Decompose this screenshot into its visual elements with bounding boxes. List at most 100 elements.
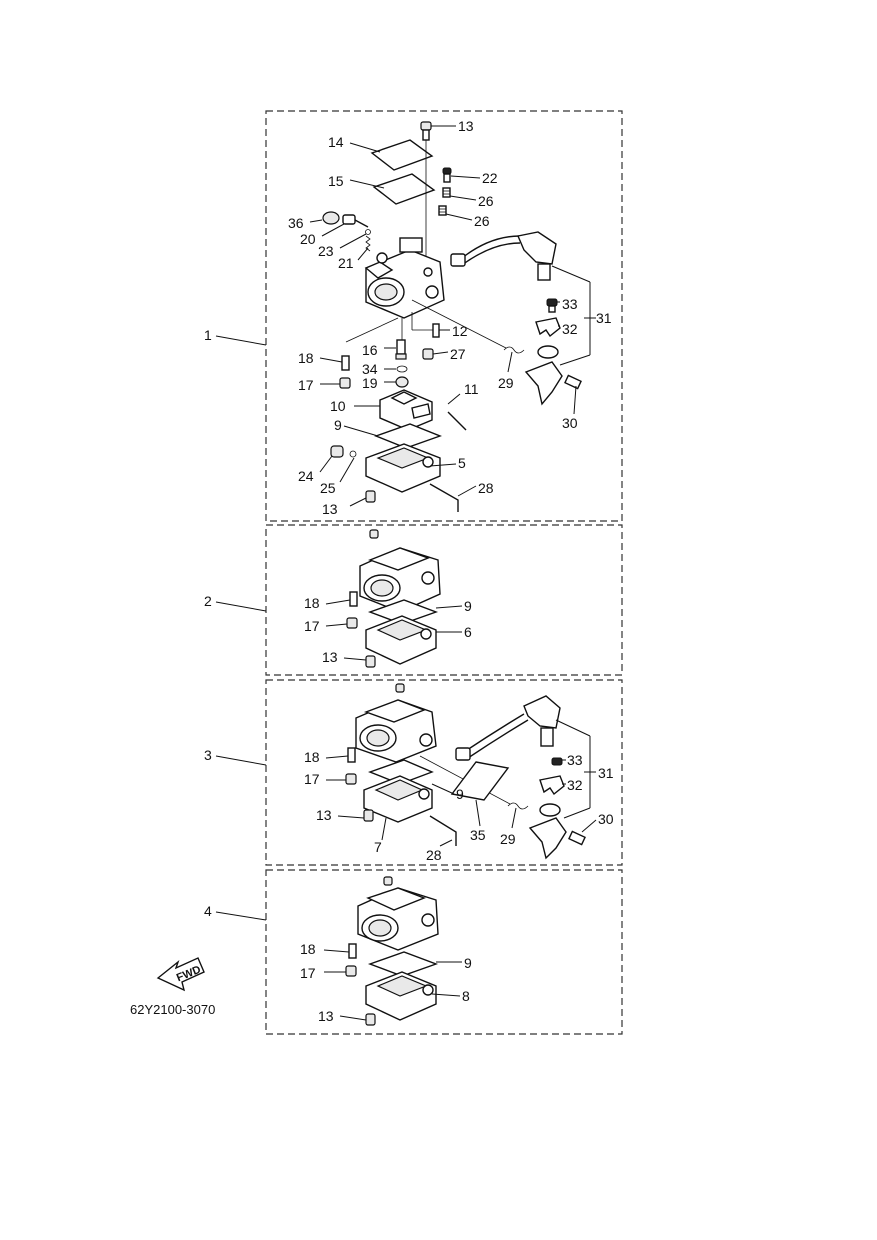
screw-18-g1 — [341, 355, 350, 371]
svg-text:2: 2 — [204, 593, 212, 609]
screw-18-g2 — [349, 591, 358, 607]
screw-13-g3 — [363, 809, 374, 822]
group-2-callouts: 18 9 17 6 13 — [304, 595, 472, 665]
svg-text:30: 30 — [598, 811, 614, 827]
throttle-lever-30-g3 — [528, 803, 586, 860]
svg-text:5: 5 — [458, 455, 466, 471]
cover-plate-14 — [370, 139, 434, 171]
svg-text:10: 10 — [330, 398, 346, 414]
svg-text:15: 15 — [328, 173, 344, 189]
carburetor-body-3 — [355, 699, 437, 763]
screw-13-bottom-g1 — [365, 490, 376, 503]
svg-text:29: 29 — [498, 375, 514, 391]
svg-text:24: 24 — [298, 468, 314, 484]
svg-text:22: 22 — [482, 170, 498, 186]
svg-text:13: 13 — [458, 118, 474, 134]
group-4-callouts: 18 9 17 8 13 — [300, 941, 472, 1024]
svg-text:11: 11 — [464, 381, 479, 397]
screw-33-g3 — [551, 757, 563, 766]
float-bowl-7 — [363, 775, 433, 823]
svg-text:30: 30 — [562, 415, 578, 431]
svg-text:31: 31 — [598, 765, 614, 781]
svg-text:9: 9 — [464, 955, 472, 971]
clip-32 — [535, 317, 561, 338]
svg-text:29: 29 — [500, 831, 516, 847]
clip-29-g3 — [507, 802, 529, 810]
screw-13-g2 — [365, 655, 376, 668]
group-2-parts — [346, 529, 441, 668]
plug-27 — [422, 348, 434, 360]
sensor-harness-31-g3 — [455, 695, 561, 761]
group-2-label: 2 — [204, 593, 267, 612]
screw-17-g4 — [345, 965, 357, 977]
pilot-screw-20 — [342, 214, 369, 228]
svg-text:18: 18 — [304, 749, 320, 765]
svg-text:28: 28 — [426, 847, 442, 863]
group-3-frame — [265, 679, 623, 866]
group-1-label: 1 — [204, 327, 267, 346]
svg-text:28: 28 — [478, 480, 494, 496]
throttle-lever-30 — [524, 345, 582, 406]
carburetor-body-4 — [357, 887, 439, 951]
screw-33 — [546, 298, 558, 313]
cap-36 — [322, 211, 340, 225]
svg-text:13: 13 — [316, 807, 332, 823]
float-bowl-6 — [365, 615, 437, 665]
screw-17-g1 — [339, 377, 351, 389]
svg-text:13: 13 — [322, 501, 338, 517]
svg-text:8: 8 — [462, 988, 470, 1004]
group-3-parts — [345, 683, 591, 860]
svg-text:9: 9 — [334, 417, 342, 433]
svg-text:34: 34 — [362, 361, 378, 377]
svg-text:31: 31 — [596, 310, 612, 326]
float-bowl-8 — [365, 971, 437, 1021]
gasket-15 — [372, 173, 436, 205]
part-code: 62Y2100-3070 — [130, 1002, 215, 1017]
svg-text:1: 1 — [204, 327, 212, 343]
screw-18-g3 — [347, 747, 356, 763]
svg-text:17: 17 — [298, 377, 314, 393]
svg-text:32: 32 — [562, 321, 578, 337]
svg-text:12: 12 — [452, 323, 468, 339]
svg-text:7: 7 — [374, 839, 382, 855]
hose-28-g1 — [429, 483, 459, 512]
group-2-frame — [265, 524, 623, 676]
gasket-9-g1 — [374, 423, 442, 449]
svg-text:27: 27 — [450, 346, 466, 362]
spring-26a — [442, 187, 451, 198]
svg-text:32: 32 — [567, 777, 583, 793]
svg-text:35: 35 — [470, 827, 486, 843]
svg-text:21: 21 — [338, 255, 354, 271]
svg-text:33: 33 — [567, 752, 583, 768]
svg-text:3: 3 — [204, 747, 212, 763]
clip-32-g3 — [539, 775, 565, 796]
screw-17-g3 — [345, 773, 357, 785]
svg-text:26: 26 — [478, 193, 494, 209]
pin-11 — [447, 411, 467, 431]
group-4-frame — [265, 869, 623, 1035]
svg-text:25: 25 — [320, 480, 336, 496]
svg-text:26: 26 — [474, 213, 490, 229]
svg-text:36: 36 — [288, 215, 304, 231]
svg-text:23: 23 — [318, 243, 334, 259]
screw-13-g4 — [365, 1013, 376, 1026]
svg-text:4: 4 — [204, 903, 212, 919]
carburetor-body-1 — [364, 237, 445, 319]
svg-text:20: 20 — [300, 231, 316, 247]
svg-text:9: 9 — [456, 786, 464, 802]
screw-22 — [442, 167, 452, 183]
jet-19 — [395, 376, 409, 388]
svg-text:19: 19 — [362, 375, 378, 391]
float-10 — [379, 389, 433, 431]
drain-screw-24 — [330, 445, 344, 458]
main-nozzle-16 — [395, 339, 407, 360]
svg-text:17: 17 — [304, 618, 320, 634]
svg-text:17: 17 — [304, 771, 320, 787]
svg-text:14: 14 — [328, 134, 344, 150]
spring-26b — [438, 205, 447, 216]
group-3-label: 3 — [204, 747, 267, 766]
screw-13-top — [420, 121, 432, 141]
group-4-label: 4 — [204, 903, 267, 921]
group-1-frame — [265, 110, 623, 522]
screw-17-g2 — [346, 617, 358, 629]
